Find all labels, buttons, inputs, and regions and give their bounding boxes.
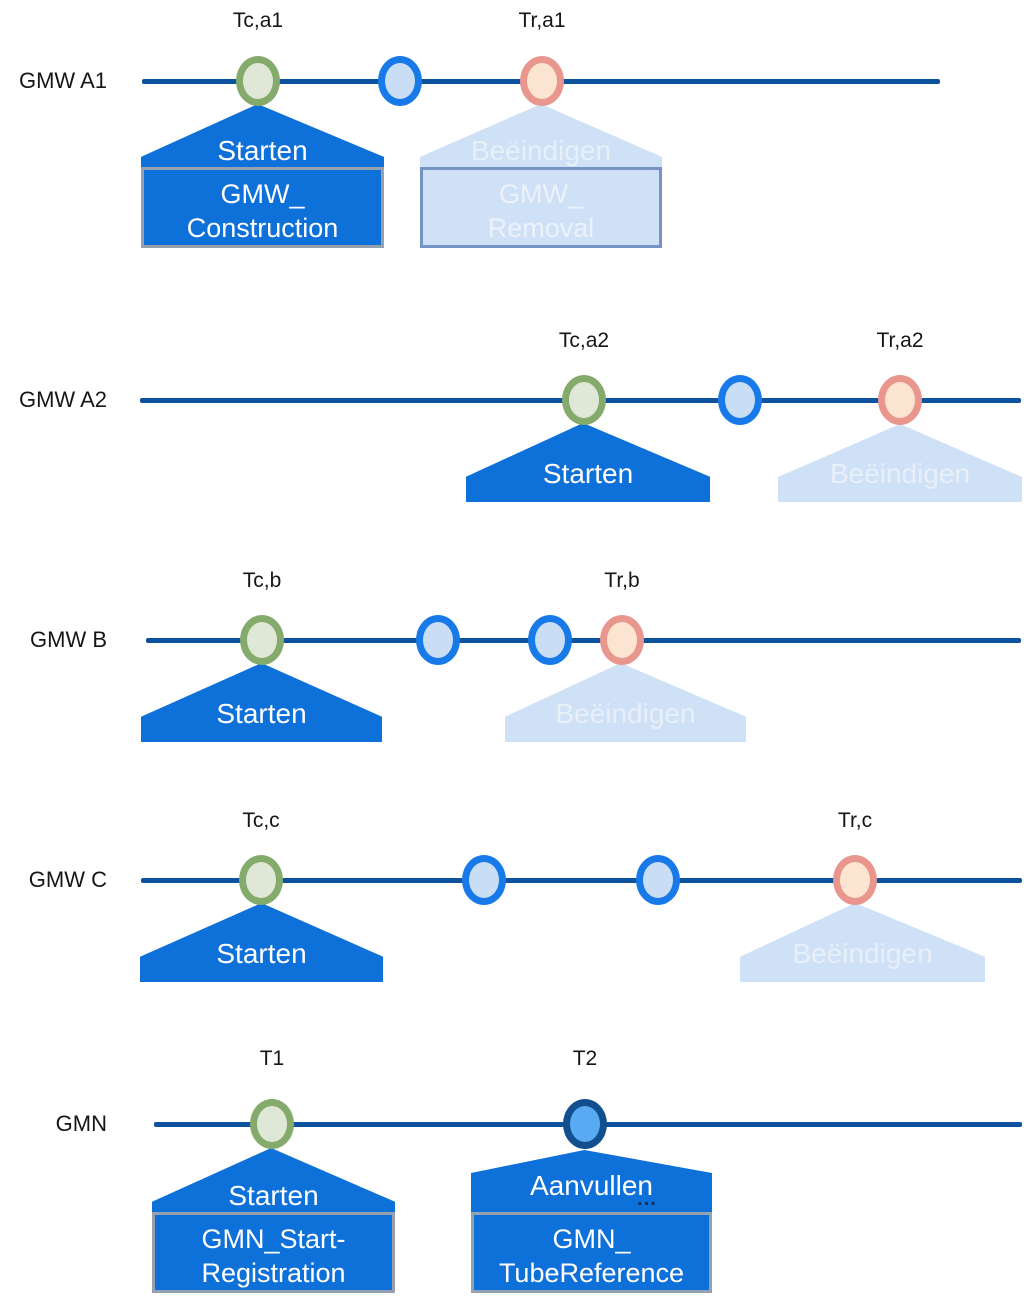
callout-house: Starten (152, 1148, 395, 1212)
event-time-label: Tr,a1 (518, 9, 566, 32)
event-circle-pink (878, 375, 922, 425)
timeline-line (146, 638, 1021, 643)
callout-box-line: GMN_Start- (201, 1223, 346, 1254)
callout-title: Starten (228, 1180, 319, 1211)
callout-box: GMW_Removal (420, 167, 662, 248)
event-circle-blue (528, 615, 572, 665)
event-circle-navy (563, 1099, 607, 1149)
callout-box-line: Construction (186, 212, 339, 243)
timeline-row-label: GMW B (30, 627, 107, 652)
event-time-label: Tc,c (242, 809, 280, 832)
callout-title: Aanvullen (530, 1170, 653, 1201)
callout-box-line: GMW_ (220, 178, 305, 209)
callout-box: GMN_Start-Registration (152, 1212, 395, 1293)
event-circle-blue (416, 615, 460, 665)
callout-box-line: GMW_ (499, 178, 583, 209)
timeline-row-label: GMW A2 (18, 387, 107, 412)
event-time-label: Tc,a1 (232, 9, 284, 32)
event-time-label: Tc,a2 (558, 329, 610, 352)
timeline-row-label: GMW A1 (18, 68, 107, 93)
callout-box: GMN_TubeReference (471, 1212, 712, 1293)
event-time-label: Tr,b (604, 569, 640, 592)
callout-house: Beëindigen (740, 903, 985, 982)
callout-title: Starten (542, 458, 634, 489)
callout-house: Starten (141, 663, 382, 742)
event-time-label: Tr,a2 (876, 329, 924, 352)
callout-title: Beëindigen (792, 938, 933, 969)
callout-title: Starten (216, 698, 307, 729)
callout-title: Beëindigen (470, 135, 612, 166)
event-circle-pink (520, 56, 564, 106)
callout-title: Starten (216, 938, 307, 969)
callout-box-line: GMN_ (552, 1223, 631, 1254)
event-circle-green (239, 855, 283, 905)
event-time-label: Tr,c (837, 809, 873, 832)
callout-house: Beëindigen (778, 424, 1022, 502)
event-time-label: T1 (259, 1047, 285, 1070)
event-time-label: T2 (572, 1047, 598, 1070)
callout-box-line: Removal (487, 212, 595, 243)
callout-house: Aanvullen (471, 1150, 712, 1212)
event-circle-pink (600, 615, 644, 665)
callout-house: Starten (140, 903, 383, 982)
timeline-row-label: GMW C (28, 867, 107, 892)
event-circle-green (236, 56, 280, 106)
event-circle-blue (378, 56, 422, 106)
event-circle-green (240, 615, 284, 665)
callout-house: Beëindigen (420, 104, 662, 167)
ellipsis-label: ... (637, 1188, 657, 1210)
event-circle-pink (833, 855, 877, 905)
callout-box-line: Registration (201, 1257, 346, 1288)
callout-box: GMW_Construction (141, 167, 384, 248)
event-circle-green (562, 375, 606, 425)
event-circle-green (250, 1099, 294, 1149)
callout-house: Starten (466, 423, 710, 502)
callout-house: Beëindigen (505, 663, 746, 742)
callout-title: Beëindigen (555, 698, 696, 729)
event-circle-blue (636, 855, 680, 905)
event-time-label: Tc,b (242, 569, 282, 592)
callout-box-line: TubeReference (498, 1257, 685, 1288)
event-circle-blue (718, 375, 762, 425)
callout-house: Starten (141, 104, 384, 167)
timeline-line (141, 878, 1022, 883)
timeline-row-label: GMN (55, 1111, 107, 1136)
callout-title: Beëindigen (829, 458, 971, 489)
callout-title: Starten (217, 135, 308, 166)
event-circle-blue (462, 855, 506, 905)
